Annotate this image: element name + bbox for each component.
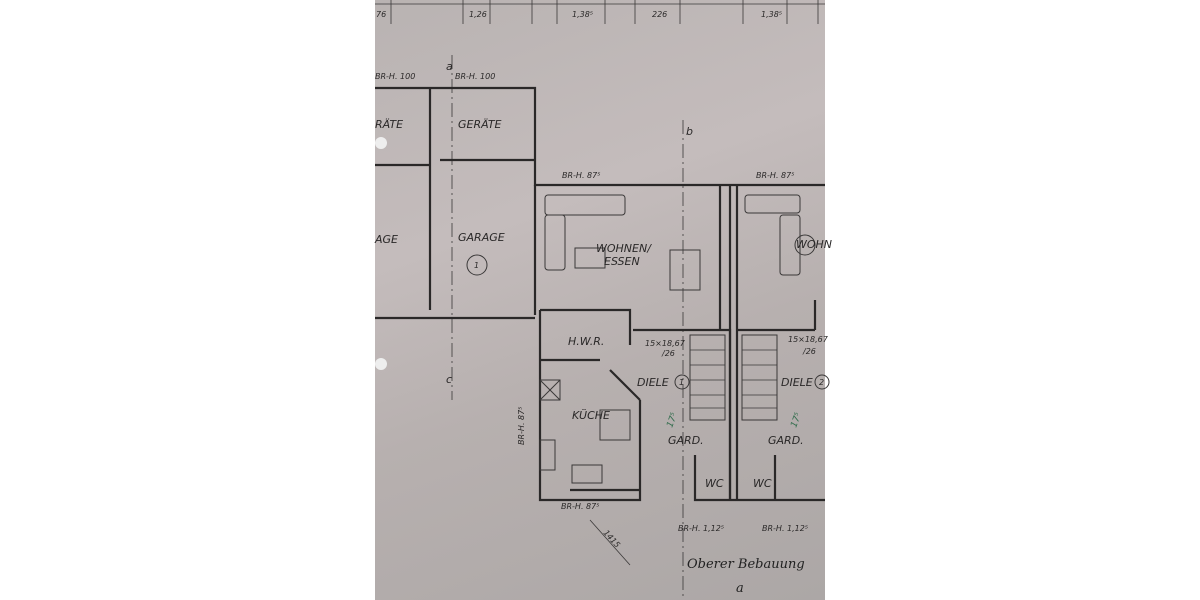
stair-1-spec: 15×18,67: [645, 339, 686, 348]
section-marker-a: a: [446, 60, 453, 73]
stair-2-spec-2: /26: [802, 347, 816, 356]
window-height-labels: BR-H. 100 BR-H. 100 BR-H. 87⁵ BR-H. 87⁵ …: [375, 72, 808, 533]
window-height-label: BR-H. 100: [375, 72, 415, 81]
dimension-label: 1,26: [469, 10, 487, 19]
dimension-label: 76: [376, 10, 386, 19]
dimension-label: 1,38⁵: [572, 10, 593, 19]
furniture: [466, 194, 816, 484]
room-label-garage: GARAGE: [458, 231, 505, 244]
room-label-gard-2: GARD.: [768, 434, 804, 447]
handwritten-note: Oberer Bebauung: [687, 557, 805, 572]
room-label-diele-1: DIELE: [637, 376, 669, 389]
window-height-label: BR-H. 1,12⁵: [762, 524, 808, 533]
room-label-diele-2: DIELE: [781, 376, 813, 389]
window-height-label: BR-H. 87⁵: [517, 407, 526, 445]
top-dimension-line: 76 1,26 1,38⁵ 226 1,38⁵: [375, 0, 825, 24]
punch-hole: [375, 137, 387, 149]
window-height-label: BR-H. 87⁵: [561, 502, 599, 511]
diele-2-number: 2: [819, 378, 824, 387]
green-annotation: 17⁵: [789, 411, 804, 429]
room-label-wohnen: WOHNEN/: [596, 242, 652, 255]
stair-2-spec: 15×18,67: [788, 335, 829, 344]
dimension-label: 1,38⁵: [761, 10, 782, 19]
room-label-geraete-left: RÄTE: [375, 118, 403, 131]
green-annotation: 17⁵: [665, 411, 680, 429]
window-height-label: BR-H. 1,12⁵: [678, 524, 724, 533]
room-label-hwr: H.W.R.: [568, 335, 604, 348]
section-lines: a b c: [446, 55, 693, 600]
room-label-geraete: GERÄTE: [458, 118, 502, 131]
dimension-label: 226: [652, 10, 667, 19]
section-marker-c: c: [446, 373, 452, 386]
punch-hole: [375, 358, 387, 370]
room-label-wohnen-right: WOHN: [796, 238, 832, 251]
diele-1-number: 1: [679, 378, 684, 387]
diagonal-dimension: 1415: [602, 528, 622, 549]
room-label-essen: ESSEN: [604, 255, 640, 268]
stairs: [689, 334, 778, 421]
room-label-gard-1: GARD.: [668, 434, 704, 447]
room-label-kueche: KÜCHE: [572, 409, 610, 422]
window-height-label: BR-H. 87⁵: [756, 171, 794, 180]
window-height-label: BR-H. 100: [455, 72, 495, 81]
stair-1-spec-2: /26: [661, 349, 675, 358]
walls: [375, 86, 825, 502]
section-marker-b: b: [686, 125, 693, 138]
room-label-wc-1: WC: [705, 477, 724, 490]
window-height-label: BR-H. 87⁵: [562, 171, 600, 180]
room-labels: RÄTE GERÄTE AGE GARAGE 1 WOHNEN/ ESSEN W…: [374, 118, 832, 490]
room-label-wc-2: WC: [753, 477, 772, 490]
room-label-garage-left: AGE: [374, 233, 398, 246]
stair-labels: 15×18,67 /26 15×18,67 /26: [645, 335, 829, 358]
garage-number: 1: [474, 261, 479, 270]
handwritten-mark: a: [736, 581, 744, 596]
